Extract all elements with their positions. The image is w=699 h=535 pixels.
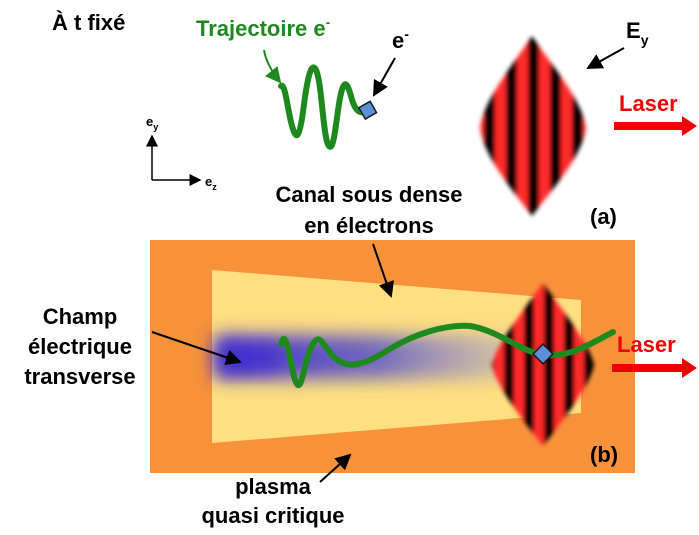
field-label-arrow-b	[151, 331, 242, 366]
field-label-line3: transverse	[24, 364, 135, 389]
laser-label-a: Laser	[619, 91, 678, 116]
laser-arrow-a	[614, 116, 697, 136]
laser-arrow-b	[612, 358, 697, 378]
axis-y-label: ey	[146, 114, 158, 132]
laser-pulse-a	[480, 36, 586, 216]
trajectory-label-arrow	[263, 49, 282, 84]
laser-label-b: Laser	[617, 332, 676, 357]
plasma-label-line2: quasi critique	[201, 503, 344, 528]
field-core	[215, 345, 275, 371]
time-label: À t fixé	[52, 10, 125, 35]
field-label-ey: Ey	[626, 18, 649, 48]
plasma-label-line1: plasma	[235, 474, 312, 499]
axes	[146, 134, 202, 186]
plasma-label-arrow	[319, 453, 352, 483]
electron-label: e-	[392, 26, 409, 53]
electron-marker-b	[532, 343, 554, 365]
panel-tag-a: (a)	[590, 204, 617, 229]
electron-marker-a	[357, 100, 378, 121]
channel-label-line2: en électrons	[304, 213, 434, 238]
trajectory-curve-a	[278, 64, 368, 150]
channel-label-line1: Canal sous dense	[275, 182, 462, 207]
channel-label-arrow	[372, 243, 394, 298]
field-label-line1: Champ	[43, 304, 118, 329]
trajectory-label: Trajectoire e-	[196, 14, 331, 41]
field-label-arrow	[586, 47, 625, 69]
electron-label-arrow	[373, 57, 396, 97]
field-label-line2: électrique	[28, 334, 132, 359]
panel-tag-b: (b)	[590, 442, 618, 467]
axis-z-label: ez	[205, 174, 217, 192]
